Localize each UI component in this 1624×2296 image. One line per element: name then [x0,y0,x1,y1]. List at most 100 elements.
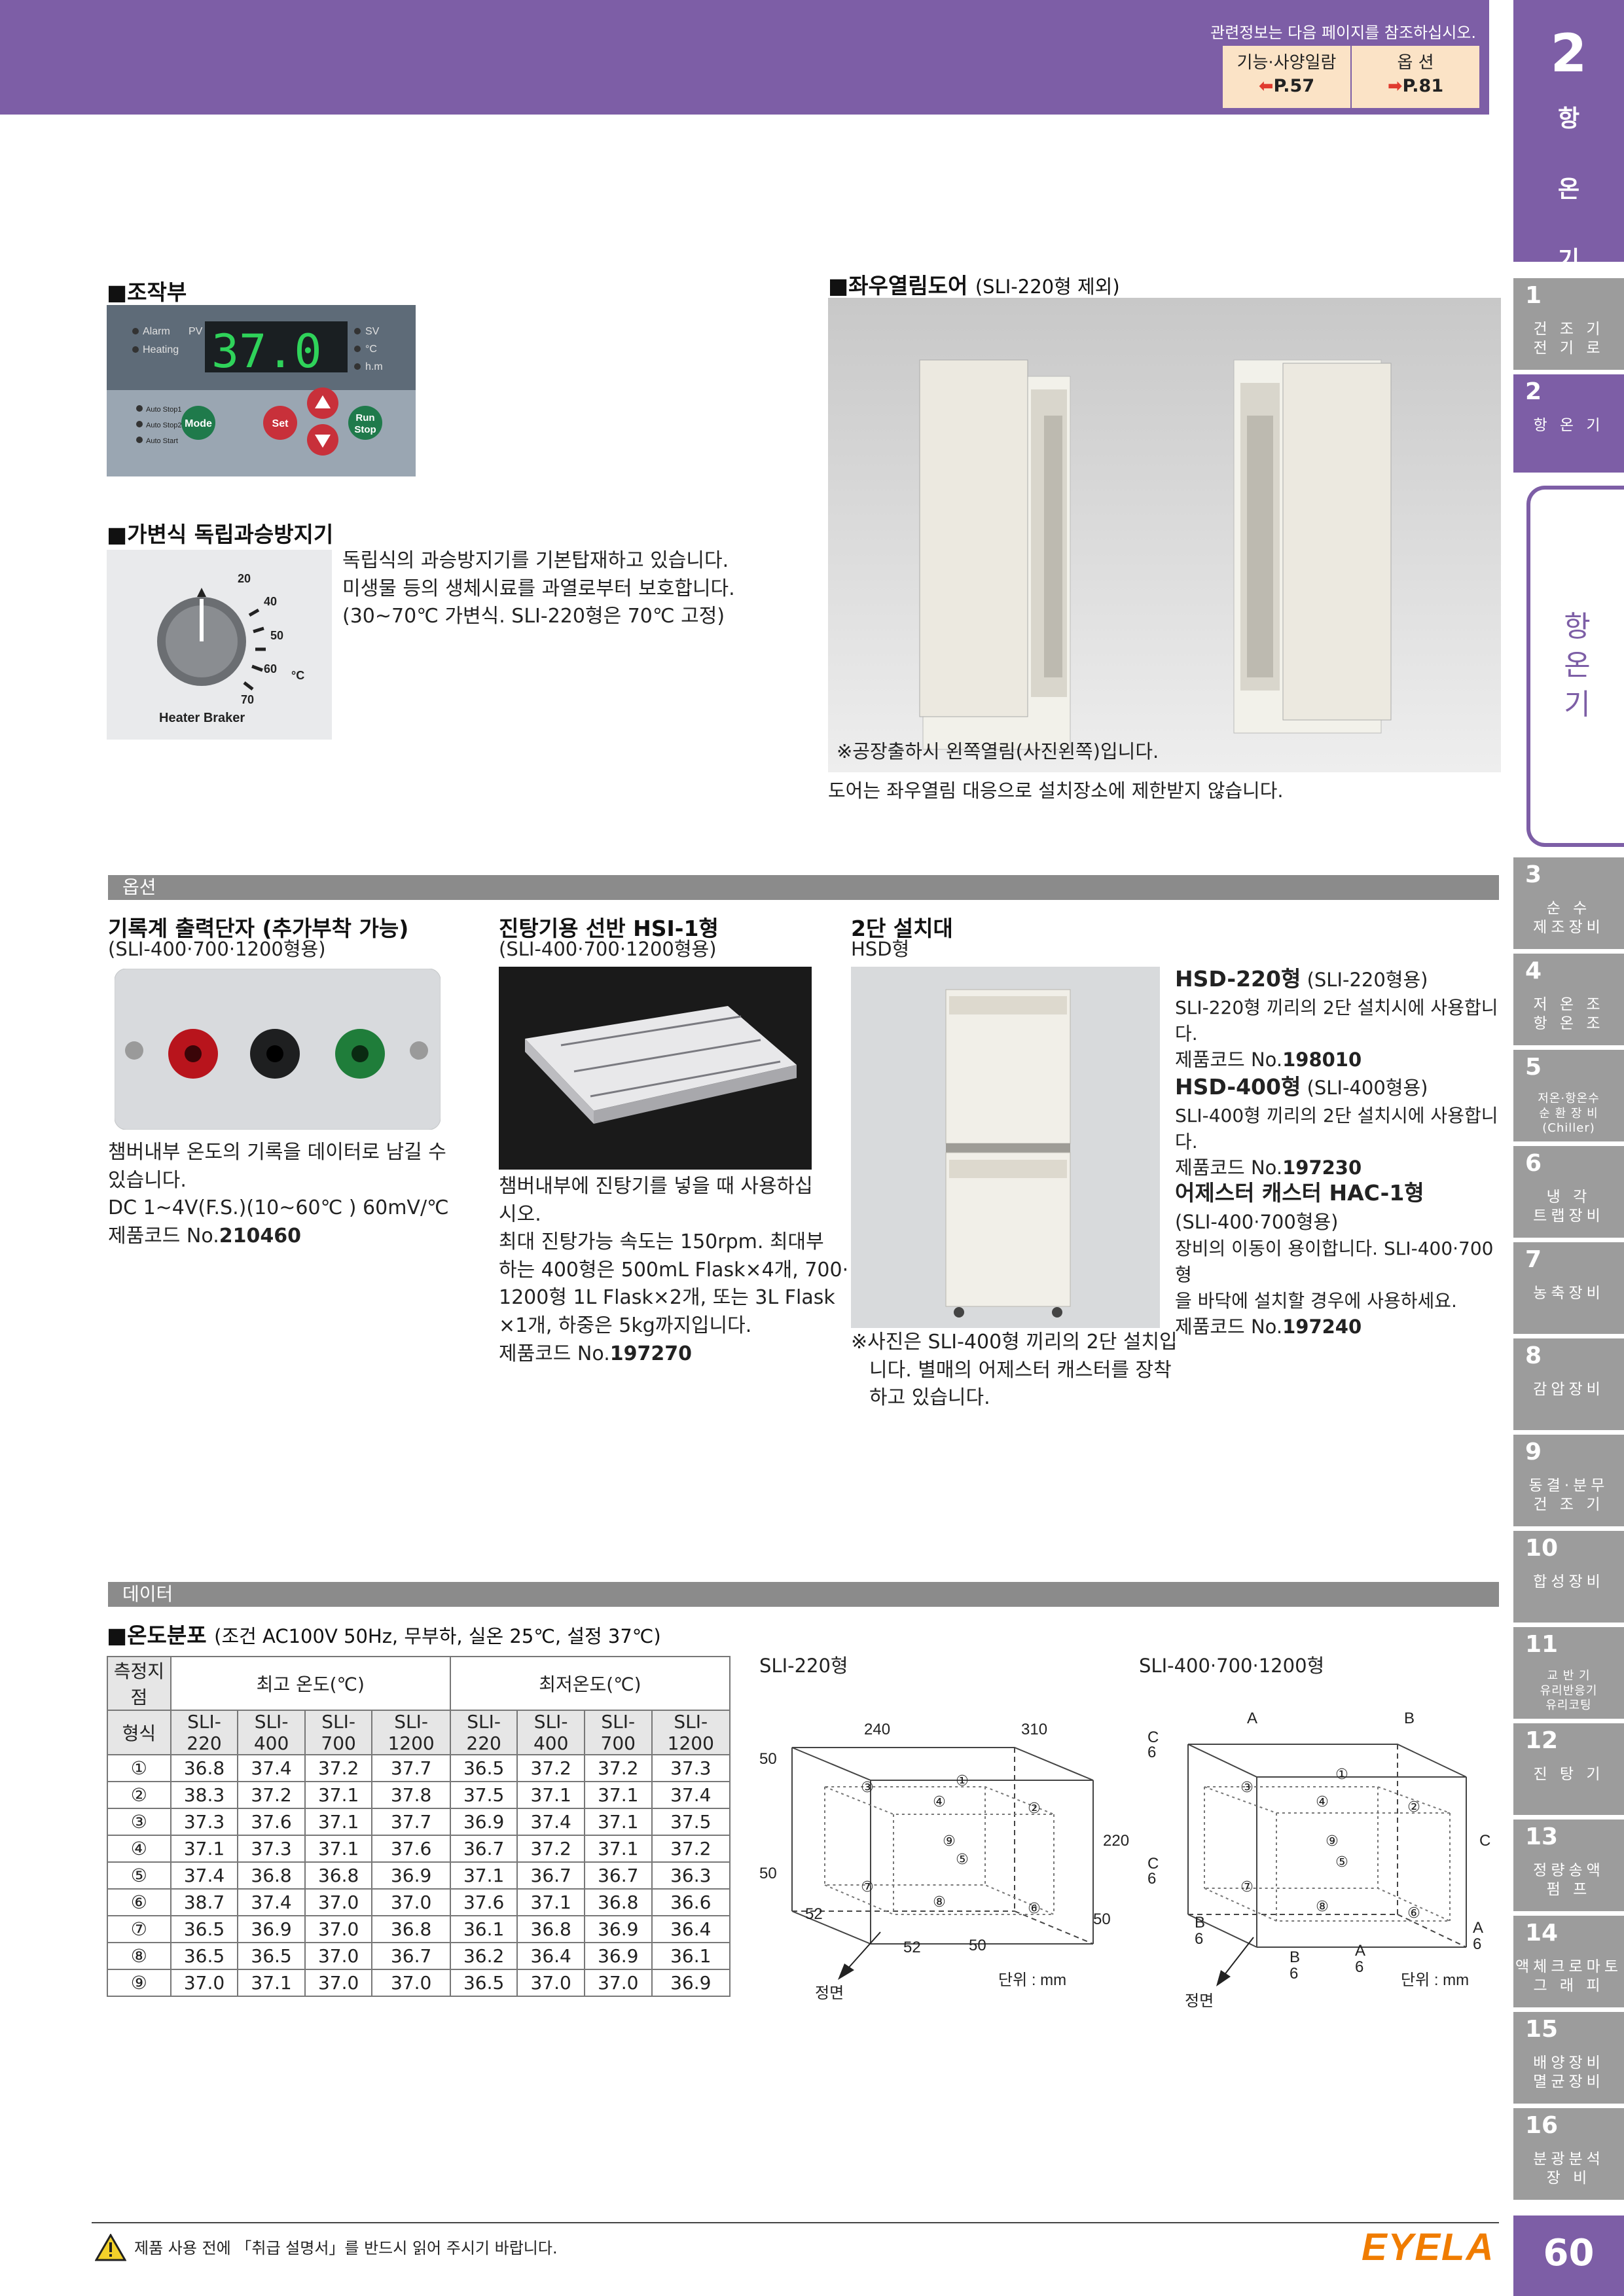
table-value-cell: 37.0 [371,1888,451,1916]
control-title: ■조작부 [107,279,187,305]
svg-text:⑦: ⑦ [1240,1879,1254,1895]
svg-text:③: ③ [1240,1780,1254,1796]
table-value-cell: 36.2 [449,1942,518,1970]
svg-text:h.m: h.m [365,361,383,372]
table-value-cell: 36.8 [304,1861,373,1890]
table-value-cell: 37.2 [304,1754,373,1782]
table-value-cell: 37.5 [449,1781,518,1809]
svg-text:Alarm: Alarm [143,326,170,337]
table-model-header: SLI-1200 [651,1710,731,1755]
recorder-title: 기록계 출력단자 (추가부착 가능) [108,916,409,941]
table-value-cell: 37.1 [304,1835,373,1863]
table-value-cell: 37.2 [237,1781,306,1809]
svg-text:C: C [1147,1855,1159,1873]
diagram2-box: ①② ③④ ⑤⑥ ⑦⑧ ⑨ A B C C6 C6 B6 B6 A6 A6 정면… [1147,1710,1490,2010]
table-value-cell: 37.6 [237,1808,306,1836]
table-value-cell: 36.9 [583,1942,653,1970]
table-value-cell: 37.2 [516,1835,585,1863]
display-readout: 37.0 [211,325,322,378]
svg-text:52: 52 [805,1905,823,1923]
stand-photo [851,967,1160,1328]
stand-item-hsd220: HSD-220형 (SLI-220형용) SLI-220형 끼리의 2단 설치시… [1175,966,1498,1071]
svg-text:⑧: ⑧ [1316,1899,1329,1915]
table-model-header: SLI-700 [304,1710,373,1755]
table-value-cell: 37.1 [583,1808,653,1836]
svg-text:C: C [1147,1729,1159,1746]
table-value-cell: 37.4 [237,1754,306,1782]
table-value-cell: 37.3 [237,1835,306,1863]
table-value-cell: 37.3 [651,1754,731,1782]
svg-text:50: 50 [759,1750,777,1768]
ref-box-spec[interactable]: 기능·사양일람 ⬅P.57 [1223,46,1350,108]
warning-icon [95,2234,126,2261]
door-title: ■좌우열림도어 (SLI-220형 제외) [828,273,1120,298]
triangle-up-icon [315,395,331,408]
overheat-desc: 독립식의 과승방지기를 기본탑재하고 있습니다.미생물 등의 생체시료를 과열로… [342,549,735,628]
table-value-cell: 37.7 [371,1808,451,1836]
options-section-head: 옵션 [108,875,1499,900]
svg-text:°C: °C [365,344,377,355]
mode-button[interactable] [181,406,215,440]
table-value-cell: 37.0 [304,1969,373,1997]
svg-text:Run: Run [355,412,374,423]
table-value-cell: 36.3 [651,1861,731,1890]
dial-photo: 20 40 50 60 70 °C Heater Braker [107,550,332,740]
svg-text:⑤: ⑤ [956,1852,969,1868]
table-value-cell: 37.0 [371,1969,451,1997]
arrow-right-icon: ➡ [1387,75,1403,96]
table-point-cell: ④ [107,1835,171,1863]
front-arrow-icon [1216,1970,1231,1986]
table-value-cell: 37.0 [304,1942,373,1970]
table-value-cell: 36.7 [371,1942,451,1970]
shelf-sub: (SLI-400·700·1200형용) [499,938,717,960]
diagram1-title: SLI-220형 [759,1655,848,1677]
table-point-cell: ⑦ [107,1915,171,1943]
svg-text:6: 6 [1473,1935,1481,1953]
table-value-cell: 36.6 [651,1888,731,1916]
table-value-cell: 37.0 [304,1888,373,1916]
table-value-cell: 36.9 [237,1915,306,1943]
distribution-title: ■온도분포 (조건 AC100V 50Hz, 무부하, 실온 25℃, 설정 3… [107,1623,661,1648]
stand-sub: HSD형 [851,938,910,960]
footer-rule [92,2222,1499,2223]
table-value-cell: 38.3 [170,1781,239,1809]
table-value-cell: 37.7 [371,1754,451,1782]
svg-text:A: A [1247,1710,1257,1727]
table-value-cell: 36.8 [237,1861,306,1890]
shelf-photo [499,967,812,1170]
svg-text:A: A [1473,1919,1483,1937]
svg-text:B: B [1404,1710,1415,1727]
svg-text:⑥: ⑥ [1028,1901,1041,1917]
table-value-cell: 36.4 [651,1915,731,1943]
svg-text:Heater Braker: Heater Braker [159,711,245,725]
table-model-header: SLI-1200 [371,1710,451,1755]
svg-text:6: 6 [1195,1930,1203,1948]
run-stop-button[interactable] [348,406,382,440]
table-value-cell: 36.7 [449,1835,518,1863]
svg-text:정면: 정면 [815,1984,844,2002]
svg-text:Auto Start: Auto Start [146,437,178,445]
set-button[interactable] [263,406,297,440]
ref-box-option[interactable]: 옵 션 ➡P.81 [1352,46,1479,108]
